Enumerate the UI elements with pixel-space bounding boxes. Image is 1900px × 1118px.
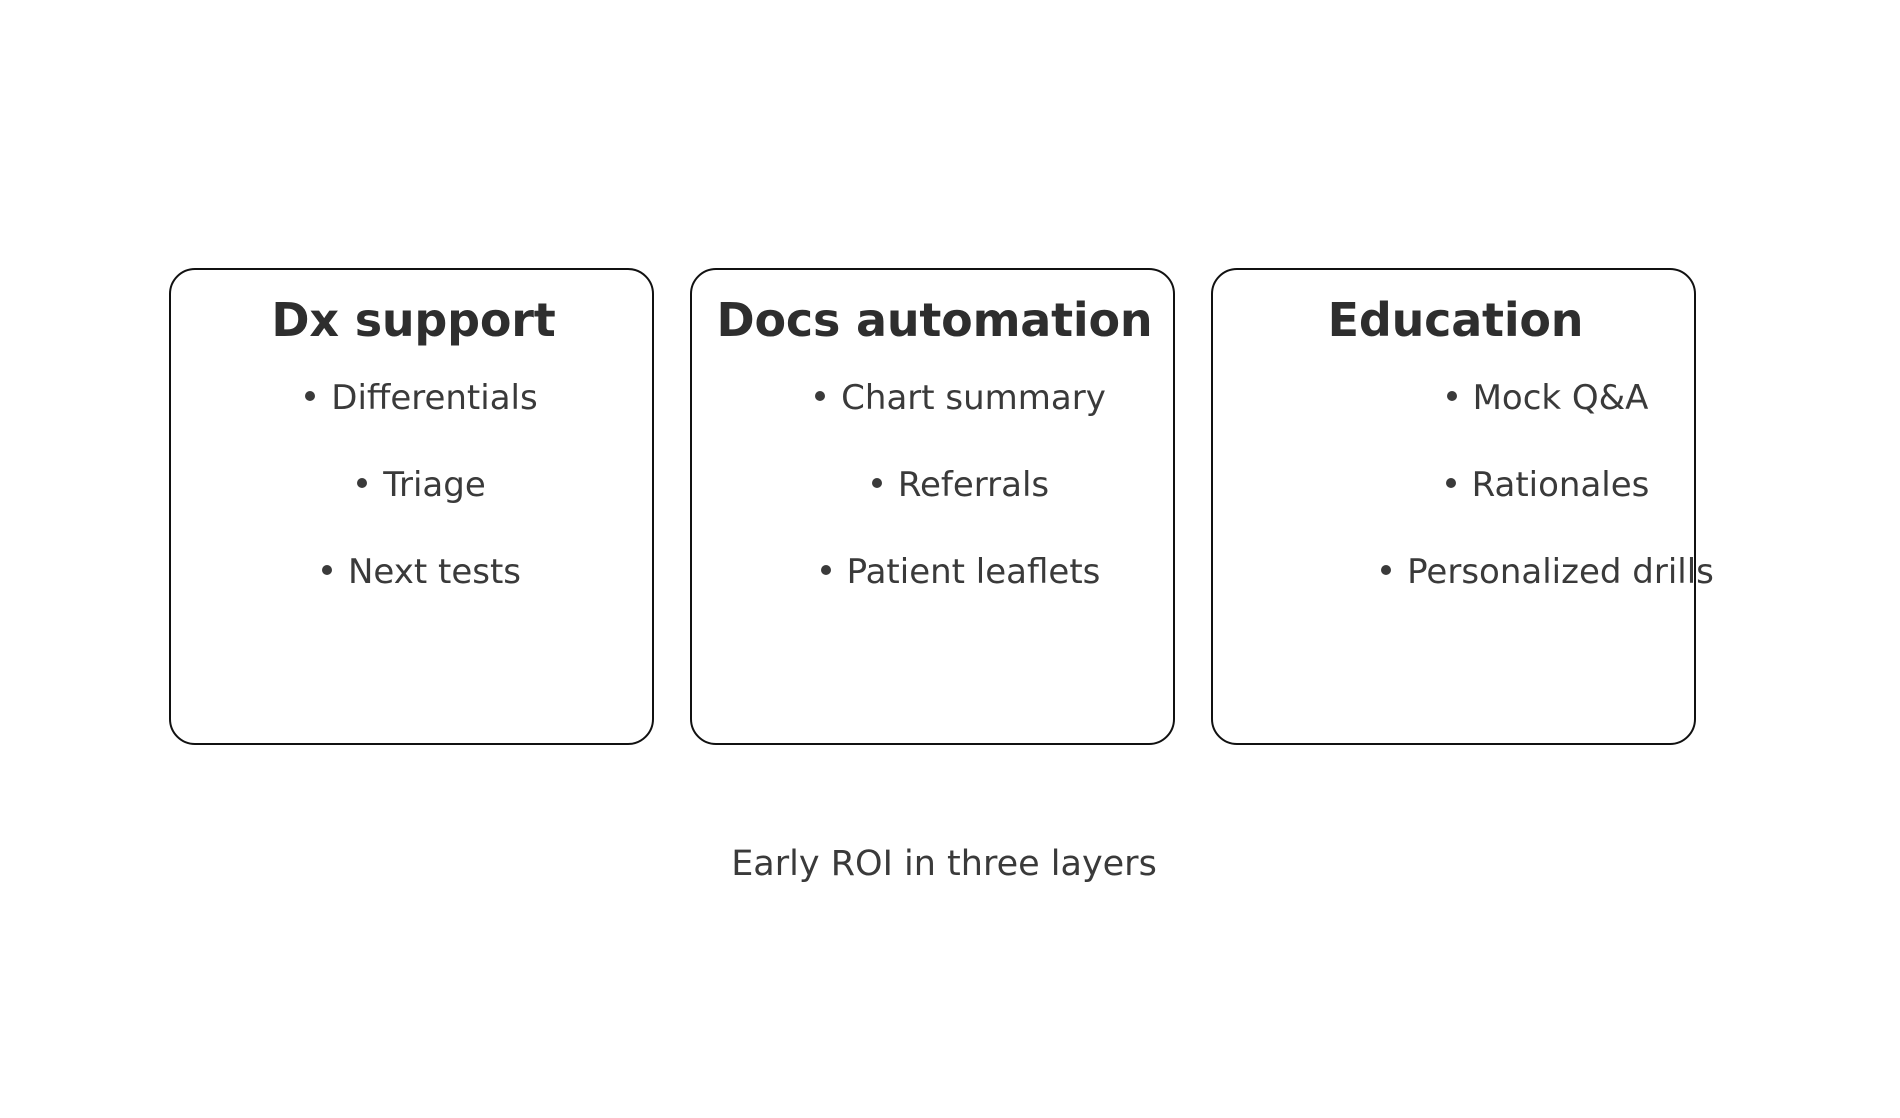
list-item: Chart summary	[815, 378, 1106, 419]
list-item: Mock Q&A	[1446, 378, 1649, 419]
card-title: Docs automation	[716, 293, 1153, 347]
caption-text: Early ROI in three layers	[731, 844, 1157, 884]
list-item-label: Differentials	[331, 378, 538, 418]
bullet-dot-icon	[820, 564, 831, 575]
card-title: Dx support	[271, 293, 556, 347]
card-content: Dx support Differentials Triage Next tes…	[171, 270, 656, 747]
list-item-label: Personalized drills	[1407, 551, 1714, 592]
list-item-label: Rationales	[1471, 464, 1650, 505]
bullet-dot-icon	[305, 391, 316, 401]
list-item-label: Mock Q&A	[1472, 378, 1649, 418]
bullet-dot-icon	[357, 477, 368, 488]
card-content: Docs automation Chart summary Referrals …	[692, 270, 1177, 747]
bullet-dot-icon	[815, 391, 826, 401]
list-item-label: Next tests	[347, 551, 522, 592]
list-item: Next tests	[321, 551, 522, 593]
list-item: Patient leaflets	[820, 551, 1101, 593]
card-dx-support[interactable]: Dx support Differentials Triage Next tes…	[169, 268, 654, 745]
card-docs-automation[interactable]: Docs automation Chart summary Referrals …	[690, 268, 1175, 745]
card-bullet-list: Mock Q&A Rationales Personalized drills	[1213, 378, 1790, 592]
card-title: Education	[1327, 293, 1584, 347]
card-bullet-list: Chart summary Referrals Patient leaflets	[692, 378, 1203, 592]
bullet-dot-icon	[1381, 564, 1392, 575]
slide-caption: Early ROI in three layers	[0, 843, 1900, 885]
card-bullet-list: Differentials Triage Next tests	[171, 378, 664, 592]
list-item-label: Referrals	[897, 464, 1050, 505]
bullet-dot-icon	[871, 477, 882, 488]
bullet-dot-icon	[1446, 391, 1457, 401]
bullet-dot-icon	[321, 564, 332, 575]
list-item-label: Triage	[383, 464, 486, 505]
list-item-label: Chart summary	[841, 378, 1106, 418]
list-item: Rationales	[1445, 464, 1650, 506]
bullet-dot-icon	[1445, 477, 1456, 488]
card-content: Education Mock Q&A Rationales Personaliz…	[1213, 270, 1714, 747]
list-item: Personalized drills	[1381, 552, 1714, 593]
card-education[interactable]: Education Mock Q&A Rationales Personaliz…	[1211, 268, 1714, 747]
card-row: Dx support Differentials Triage Next tes…	[169, 268, 1714, 747]
list-item: Triage	[357, 465, 486, 506]
list-item-label: Patient leaflets	[846, 551, 1101, 592]
list-item: Referrals	[871, 464, 1050, 506]
list-item: Differentials	[305, 378, 538, 419]
